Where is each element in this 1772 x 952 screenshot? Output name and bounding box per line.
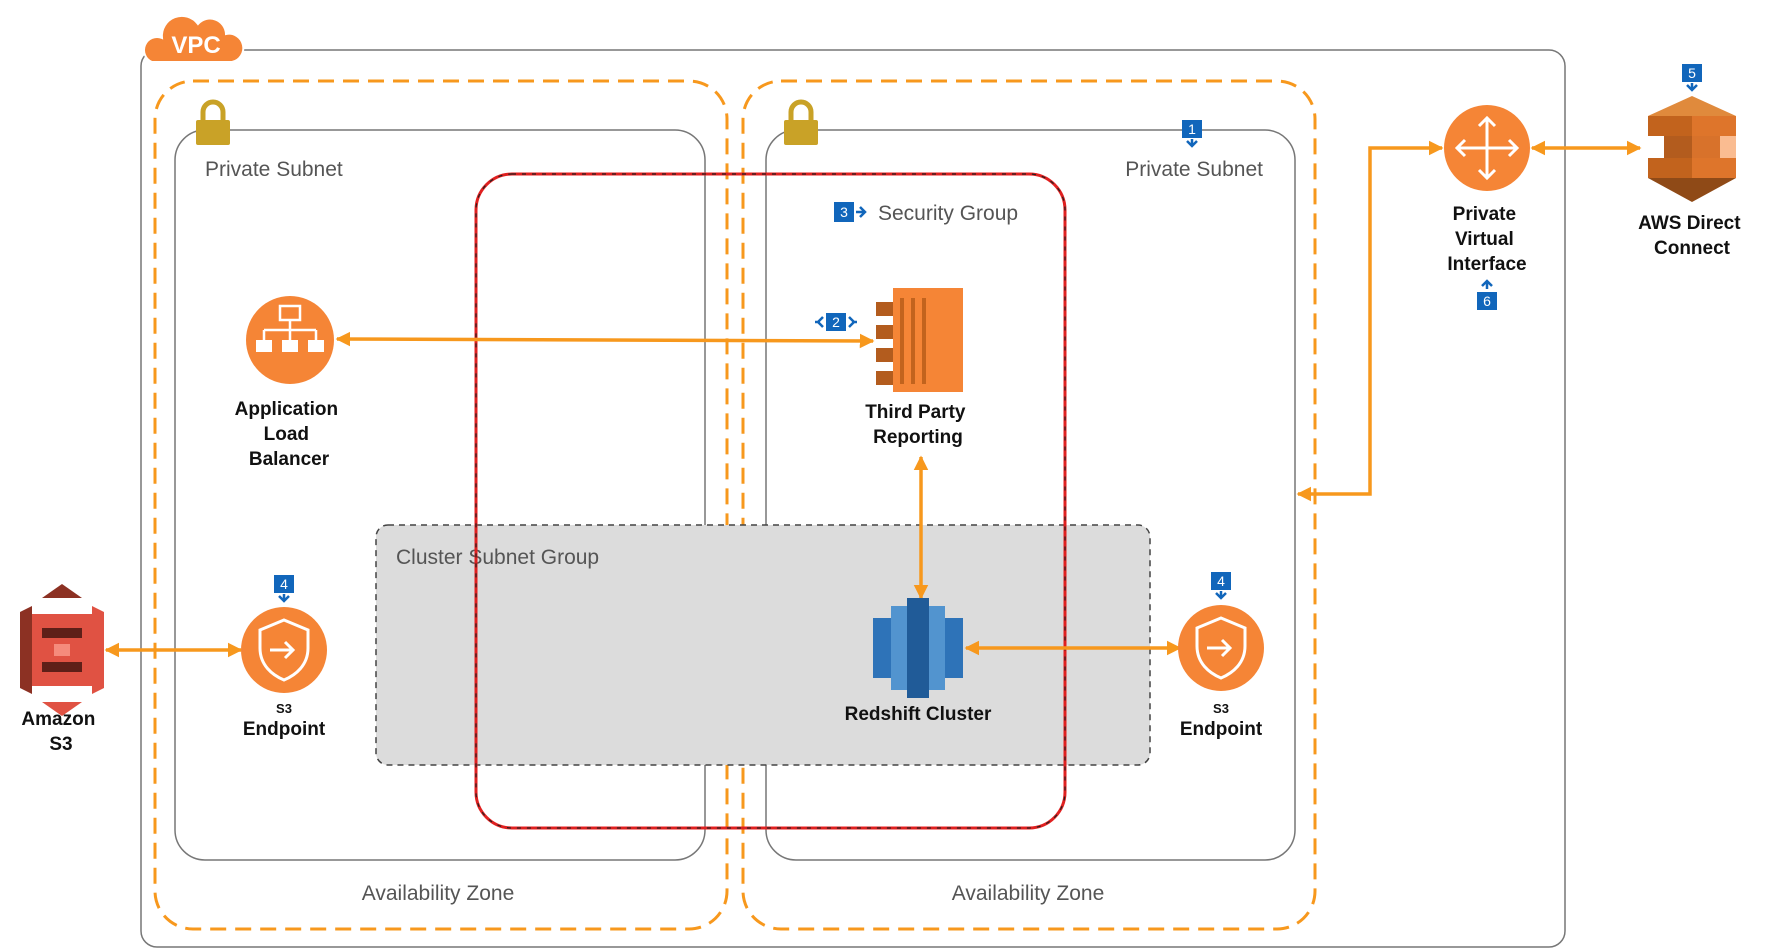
availability-zone-right: Availability Zone: [741, 79, 1317, 931]
direct-connect-icon: [1648, 96, 1736, 202]
direct-connect-label: AWS Direct Connect: [1638, 213, 1746, 259]
vpc-cloud-icon: VPC: [143, 14, 245, 63]
badge-5: 5: [1682, 64, 1702, 92]
third-party-label: Third Party Reporting: [865, 402, 971, 448]
s3-endpoint-left: S3 Endpoint: [241, 607, 327, 740]
ec2-instance-icon: [876, 288, 963, 392]
aws-direct-connect: AWS Direct Connect: [1638, 96, 1746, 259]
svg-text:1: 1: [1188, 121, 1196, 137]
amazon-s3-label: Amazon S3: [21, 709, 100, 755]
vpc-endpoint-icon: [1178, 605, 1264, 691]
lock-icon: [784, 99, 818, 145]
vpc-endpoint-icon: [241, 607, 327, 693]
svg-text:3: 3: [840, 204, 848, 220]
private-virtual-interface: Private Virtual Interface: [1444, 105, 1530, 275]
redshift-cluster: Redshift Cluster: [845, 598, 992, 725]
alb-label: Application Load Balancer: [235, 399, 344, 470]
availability-zone-label: Availability Zone: [952, 882, 1105, 905]
amazon-s3: Amazon S3: [20, 584, 104, 755]
redshift-icon: [873, 598, 963, 698]
cluster-subnet-group: Cluster Subnet Group: [375, 524, 1151, 766]
svg-text:6: 6: [1483, 293, 1491, 309]
redshift-label: Redshift Cluster: [845, 704, 992, 725]
badge-1: 1: [1182, 120, 1202, 148]
vpc-label: VPC: [171, 32, 220, 59]
s3-endpoint-right: S3 Endpoint: [1178, 605, 1264, 740]
badge-4: 4: [1211, 572, 1231, 600]
private-vif-label: Private Virtual Interface: [1447, 204, 1526, 275]
svg-text:2: 2: [832, 314, 840, 330]
s3-bucket-icon: [20, 584, 104, 716]
load-balancer-icon: [246, 296, 334, 384]
arrow-alb-third-party: [335, 331, 875, 349]
arrow-vpc-virtual-interface: [1296, 140, 1444, 502]
router-icon: [1444, 105, 1530, 191]
badge-6: 6: [1477, 279, 1497, 310]
security-group-label: Security Group: [878, 202, 1018, 225]
svg-text:4: 4: [1217, 573, 1225, 589]
vpc-boundary: [140, 49, 1566, 948]
badge-3: 3: [834, 202, 867, 222]
cluster-subnet-group-label: Cluster Subnet Group: [396, 546, 599, 569]
connections: [104, 140, 1642, 658]
application-load-balancer: Application Load Balancer: [235, 296, 344, 470]
svg-text:4: 4: [280, 576, 288, 592]
security-group: Security Group: [474, 172, 1067, 830]
lock-icon: [196, 99, 230, 145]
availability-zone-label: Availability Zone: [362, 882, 515, 905]
badge-4: 4: [274, 575, 294, 603]
availability-zone-left: Availability Zone: [153, 79, 729, 931]
subnet-label: Private Subnet: [205, 158, 343, 181]
endpoint-superscript: S3: [276, 701, 292, 716]
endpoint-label: Endpoint: [1180, 719, 1263, 740]
badge-2: 2: [815, 313, 857, 331]
subnet-label: Private Subnet: [1125, 158, 1263, 181]
endpoint-label: Endpoint: [243, 719, 326, 740]
endpoint-superscript: S3: [1213, 701, 1229, 716]
third-party-reporting: Third Party Reporting: [865, 288, 971, 448]
svg-text:5: 5: [1688, 65, 1696, 81]
